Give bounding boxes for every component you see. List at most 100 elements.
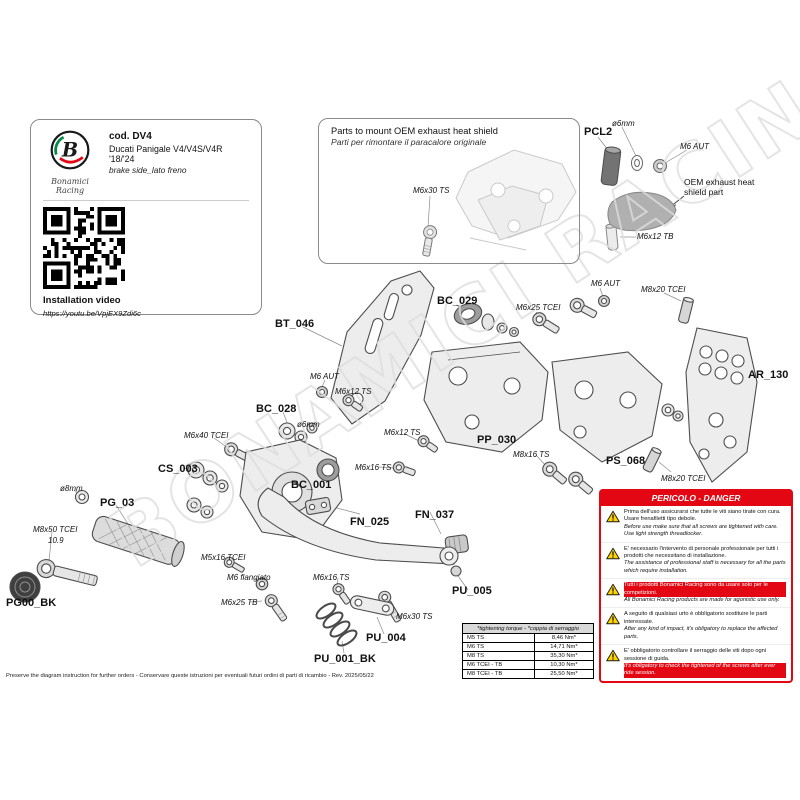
m6aut-nut-left: [315, 385, 329, 399]
brand-name: Bonamici Racing: [51, 177, 89, 196]
spec-label-d6-l: ø6mm: [297, 420, 320, 429]
pcl2-spacer: [600, 146, 622, 186]
part-label-ps068: PS_068: [606, 455, 646, 467]
m5x16tcei-bolt: [223, 556, 245, 573]
svg-text:B: B: [61, 138, 78, 161]
m6x12ts-bolt-a: [342, 394, 364, 412]
spec-label-m6aut-l: M6 AUT: [310, 372, 340, 381]
info-box: B Bonamici Racing cod. DV4 Ducati Paniga…: [30, 119, 262, 319]
oem-title-it: Parti per rimontare il paracalore origin…: [331, 137, 487, 147]
main-assembly: [9, 270, 758, 647]
part-label-cs003: CS_003: [158, 463, 198, 475]
spec-label-m6x12ts-a: M6x12 TS: [335, 387, 372, 396]
pu001bk-spring: [315, 602, 358, 647]
warning-icon: [606, 584, 620, 596]
spec-label-m6x30ts-box: M6x30 TS: [413, 186, 450, 195]
spec-label-m6x25tb: M6x25 TB: [221, 598, 258, 607]
bc001-bearing: [316, 458, 340, 482]
spec-label-m8x20-r: M8x20 TCEI: [661, 474, 706, 483]
spec-label-m6x25tcei: M6x25 TCEI: [516, 303, 561, 312]
m6x16ts-bolt-b: [332, 583, 351, 605]
pg03-footpeg: [91, 515, 185, 567]
video-link[interactable]: https://youtu.be/VpjEX9Zdi6c: [43, 309, 141, 319]
warning-icon: [606, 547, 620, 559]
pu004-link: [349, 595, 395, 616]
warning-text-en: Before use make sure that all screws are…: [624, 523, 778, 538]
warning-item: A seguito di qualsiasi urto è obbligator…: [601, 608, 791, 646]
installation-video-label: Installation video: [43, 295, 121, 307]
warning-text-it: E' obbligatorio controllare il serraggio…: [624, 648, 767, 662]
m8x50-bolt: [36, 558, 98, 586]
pin-m6x12tb: [605, 223, 619, 251]
m6x12ts-bolt-b: [417, 435, 439, 453]
side-label: brake side_lato freno: [109, 165, 187, 175]
warning-text-en: It's obligatory to check the tightened o…: [624, 662, 786, 678]
spec-label-m6x16ts-a: M6x16 TS: [355, 463, 392, 472]
warning-item: Tutti i prodotti Bonamici Racing sono da…: [601, 579, 791, 609]
warning-icon: [606, 613, 620, 625]
part-label-pu001bk: PU_001_BK: [314, 653, 376, 665]
m6-bolt-upper: [569, 297, 598, 319]
danger-title: PERICOLO - DANGER: [601, 491, 791, 506]
pg00bk-cap: [9, 571, 41, 603]
part-label-bc028: BC_028: [256, 403, 297, 415]
danger-box: PERICOLO - DANGER Prima dell'uso assicur…: [599, 489, 793, 683]
spec-label-m6x12ts-b: M6x12 TS: [384, 428, 421, 437]
part-label-pg00bk: PG00_BK: [6, 597, 57, 609]
warning-text-en: The assistance of professional staff is …: [624, 560, 786, 574]
spec-label-d8: ø8mm: [60, 484, 83, 493]
spec-label-m6x40tcei: M6x40 TCEI: [184, 431, 229, 440]
product-code: cod. DV4: [109, 131, 152, 142]
warning-item: E' necessario l'intervento di personale …: [601, 543, 791, 580]
m6x25tcei-bolt: [532, 312, 560, 334]
torque-table: *tightening torque - *coppia di serraggi…: [462, 623, 595, 679]
part-label-fn037: FN_037: [415, 509, 455, 521]
part-label-ar130: AR_130: [748, 369, 789, 381]
torque-table-header: *tightening torque - *coppia di serraggi…: [462, 623, 594, 634]
fn025-insert: [304, 496, 332, 516]
bt046-heel-guard: [330, 270, 435, 425]
qr-code: [43, 207, 125, 290]
spec-label-grade: 10.9: [48, 536, 64, 545]
oem-bolt-m6x30: [422, 225, 438, 257]
ar-washers: [661, 403, 684, 422]
spec-label-m5x16tcei: M5x16 TCEI: [201, 553, 246, 562]
cs003-washers: [187, 461, 229, 493]
warning-text-it: A seguito di qualsiasi urto è obbligator…: [624, 611, 768, 625]
spec-label-d6-top: ø6mm: [612, 119, 635, 128]
spec-label-m8x50: M8x50 TCEI: [33, 525, 78, 534]
bonamici-logo-icon: B: [50, 130, 90, 170]
part-label-pcl2: PCL2: [584, 126, 613, 138]
pu005-part: [439, 546, 462, 577]
part-label-pu005: PU_005: [452, 585, 492, 597]
oem-title-en: Parts to mount OEM exhaust heat shield: [331, 126, 498, 136]
part-label-bt046: BT_046: [275, 318, 315, 330]
part-label-pu004: PU_004: [366, 632, 406, 644]
warning-item: Prima dell'uso assicurarsi che tutte le …: [601, 506, 791, 543]
warning-text-en: After any kind of impact, it's obligator…: [624, 626, 778, 640]
spec-label-m8x16ts: M8x16 TS: [513, 450, 550, 459]
bc028-washers: [278, 422, 318, 444]
pcl2-washer-nut: [631, 155, 667, 173]
spec-label-m6aut-top: M6 AUT: [680, 142, 710, 151]
m8x16ts-bolts: [542, 461, 594, 495]
part-label-fn025: FN_025: [350, 516, 390, 528]
bc029-washer-stack: [453, 303, 520, 338]
warning-item: E' obbligatorio controllare il serraggio…: [601, 645, 791, 681]
footer-note: Preserve the diagram instruction for fur…: [6, 673, 374, 679]
pg03-spacers: [186, 497, 214, 519]
spec-label-m6x16ts-b: M6x16 TS: [313, 573, 350, 582]
ps068-bracket: [551, 351, 663, 463]
oem-parts-box: Parts to mount OEM exhaust heat shield P…: [318, 118, 580, 264]
warning-text-it: Tutti i prodotti Bonamici Racing sono da…: [624, 582, 786, 598]
part-label-pg03: PG_03: [100, 497, 135, 509]
spec-label-m6flang: M6 flangiato: [227, 573, 271, 582]
warning-text-en: All Bonamici Racing products are made fo…: [624, 597, 780, 604]
m6x25tb-bolt: [264, 594, 288, 622]
pp030-bracket: [423, 341, 549, 453]
spec-label-m6x12tb: M6x12 TB: [637, 232, 674, 241]
